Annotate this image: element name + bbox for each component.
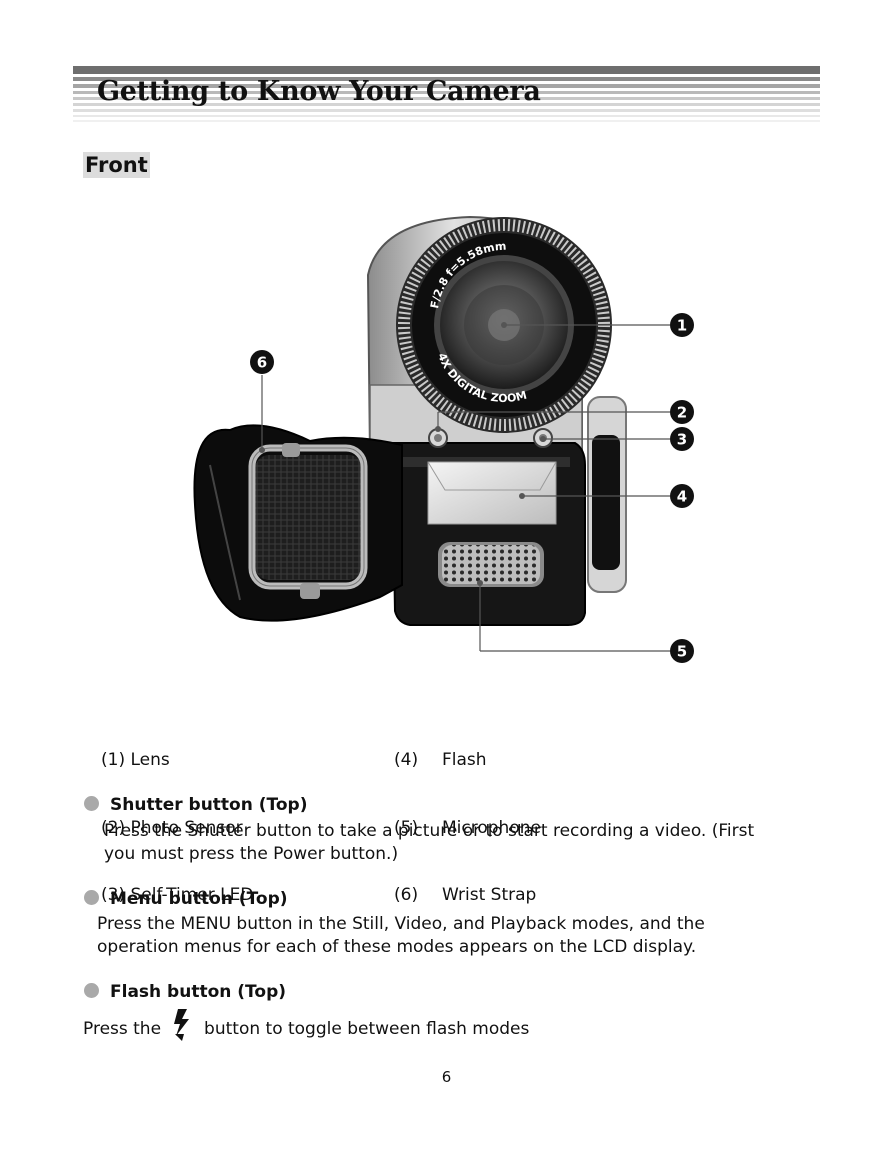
legend-item: (2) Photo Sensor (101, 817, 253, 840)
callout-badge-photo-sensor: 2 (670, 400, 694, 424)
legend-item: (5) Microphone (394, 817, 541, 840)
legend-number: (5) (394, 817, 419, 838)
flash-text-before: Press the (83, 1019, 162, 1039)
legend-number: (3) (101, 885, 126, 905)
callout-number: 5 (677, 643, 687, 661)
wrist-strap (193, 424, 403, 622)
legend-label: Lens (130, 750, 170, 770)
flash-button-description: Press the button to toggle between flash … (83, 1008, 529, 1042)
legend-number: (1) (101, 750, 126, 770)
legend-item: (1) Lens (101, 749, 253, 772)
page-number: 6 (441, 1068, 452, 1086)
title-banner (73, 66, 820, 128)
legend-item: (6) Wrist Strap (394, 884, 541, 907)
legend-number: (2) (101, 817, 126, 838)
flash-window (427, 461, 557, 525)
camera-front-illustration: F/2.8 f=5.58mm 4X DIGITAL ZOOM (193, 215, 694, 663)
legend-label: Photo Sensor (130, 817, 243, 838)
callout-dots (259, 322, 546, 586)
paragraph-line: Press the MENU button in the Still, Vide… (97, 914, 705, 934)
legend-right-column: (4) Flash (5) Microphone (6) Wrist Strap (394, 704, 541, 929)
paragraph-line: you must press the Power button.) (104, 843, 399, 864)
page-title: Getting to Know Your Camera (97, 76, 541, 107)
shutter-button-heading: Shutter button (Top) (84, 794, 307, 816)
legend-number: (6) (394, 885, 419, 905)
flash-bolt-icon (174, 1009, 190, 1041)
callout-number: 1 (677, 317, 687, 335)
flash-button-heading: Flash button (Top) (84, 981, 286, 1003)
legend-label: Microphone (442, 817, 541, 838)
legend-number: (4) (394, 750, 419, 770)
legend-left-column: (1) Lens (2) Photo Sensor (3) Self-Timer… (101, 704, 253, 929)
bullet-icon (84, 890, 99, 905)
callout-badge-flash: 4 (670, 484, 694, 508)
bullet-icon (84, 796, 99, 811)
legend-label: Self-Timer LED (130, 885, 254, 905)
callout-badge-wrist-strap: 6 (250, 350, 274, 374)
callout-number: 4 (677, 488, 687, 506)
legend-item: (4) Flash (394, 749, 541, 772)
callout-badge-microphone: 5 (670, 639, 694, 663)
legend-label: Wrist Strap (442, 885, 537, 905)
callout-number: 3 (677, 431, 687, 449)
callout-lines (261, 324, 670, 652)
callout-number: 2 (677, 404, 687, 422)
paragraph-line: Press the Shutter button to take a pictu… (104, 821, 755, 841)
bullet-title: Shutter button (Top) (110, 795, 308, 815)
paragraph-line: operation menus for each of these modes … (97, 936, 697, 957)
menu-button-heading: Menu button (Top) (84, 888, 288, 910)
callout-number: 6 (257, 354, 267, 372)
section-label-front: Front (83, 152, 150, 178)
callout-badge-lens: 1 (670, 313, 694, 337)
legend-item: (3) Self-Timer LED (101, 884, 253, 907)
microphone-grille (438, 542, 544, 587)
menu-button-description: Press the MENU button in the Still, Vide… (97, 913, 705, 958)
callout-badge-self-timer: 3 (670, 427, 694, 451)
bullet-title: Menu button (Top) (110, 889, 288, 909)
bullet-icon (84, 983, 99, 998)
legend-label: Flash (442, 750, 487, 770)
bullet-title: Flash button (Top) (110, 982, 287, 1002)
flash-text-after: button to toggle between flash modes (204, 1019, 530, 1039)
shutter-button-description: Press the Shutter button to take a pictu… (104, 820, 754, 865)
